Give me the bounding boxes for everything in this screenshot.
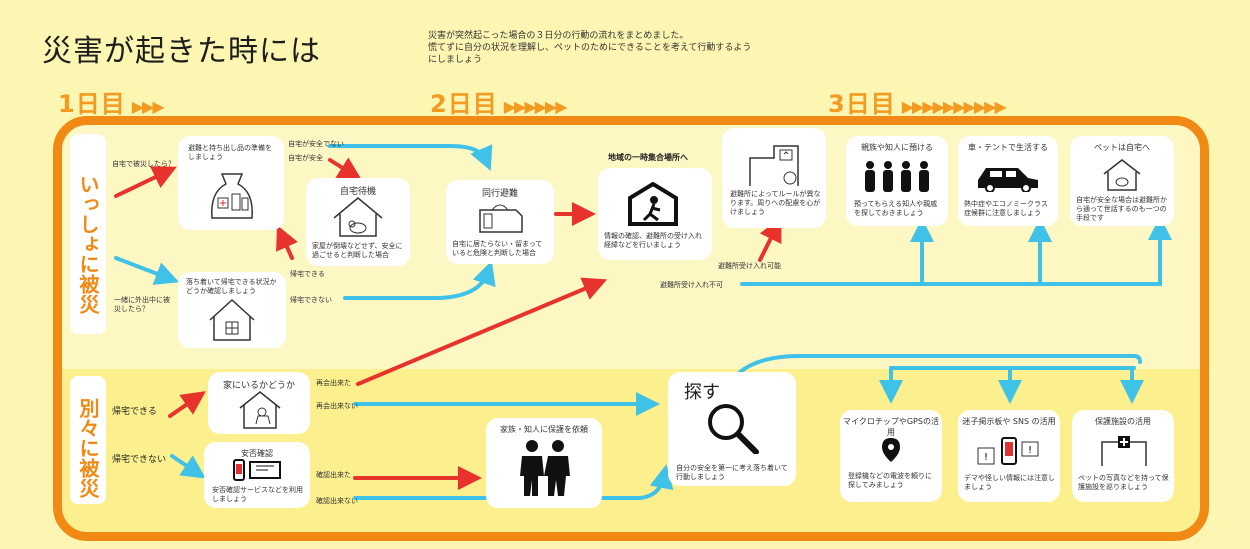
phone-computer-icon — [233, 459, 281, 481]
card-evacuate: 同行避難 自宅に居たらない・留まっていると危険と判断した場合 — [446, 180, 554, 264]
card-at-home-check: 家にいるかどうか — [208, 372, 310, 434]
arrow — [740, 216, 1172, 286]
label-can-return: 帰宅できる — [290, 270, 325, 278]
label-at-home: 自宅で被災したら？ — [112, 160, 175, 168]
label-could-go-home: 帰宅できる — [112, 407, 157, 417]
label-could-not-go-home: 帰宅できない — [112, 455, 167, 465]
card-sns: 迷子掲示板や SNS の活用 ! ! デマや怪しい情報には注意しましょう — [958, 410, 1060, 502]
arrow — [276, 225, 298, 260]
card-search: 探す 自分の安全を第一に考え落ち着いて行動しましょう — [668, 372, 796, 486]
label-cannot-return: 帰宅できない — [290, 296, 332, 304]
intro-line: 慌てずに自分の状況を理解し、ペットのためにできることを考えて行動するよう — [428, 43, 752, 53]
arrow — [328, 157, 363, 181]
label-not-accepted: 避難所受け入れ不可 — [660, 281, 723, 289]
people-group-icon — [865, 161, 929, 192]
label-home-unsafe: 自宅が安全でない — [288, 140, 344, 148]
two-people-icon — [520, 440, 570, 496]
svg-text:!: ! — [1028, 445, 1032, 456]
label-not-met: 再会出来ない — [316, 402, 358, 410]
card-prepare: 避難と持ち出し品の準備をしましょう — [178, 136, 284, 230]
arrow — [353, 464, 674, 500]
label-met: 再会出来た — [316, 379, 351, 387]
day-1-header: 1日目▶▶▶ — [58, 90, 165, 118]
label-home-safe: 自宅が安全 — [288, 154, 323, 162]
intro-text: 災害が突然起こった場合の３日分の行動の流れをまとめました。 慌てずに自分の状況を… — [428, 30, 788, 66]
location-pin-icon — [882, 438, 900, 462]
arrow — [114, 256, 180, 285]
house-icon — [209, 298, 255, 341]
card-protect: 保護施設の活用 ペットの写真などを持って保護施設を巡りましょう — [1072, 410, 1174, 502]
arrow — [758, 217, 782, 262]
evacuation-site-icon — [628, 182, 678, 226]
card-microchip: マイクロチップやGPSの活用 登録機などの電波を頼りに探してみましょう — [840, 410, 942, 502]
arrow — [328, 144, 493, 172]
card-safety: 安否確認 安否確認サービスなどを利用しましょう — [204, 442, 310, 508]
label-accepted: 避難所受け入れ可能 — [718, 262, 781, 270]
emergency-bag-icon — [211, 173, 253, 219]
day-2-header: 2日目▶▶▶▶▶▶ — [430, 90, 568, 118]
magnifier-icon — [708, 404, 759, 454]
arrow — [343, 260, 496, 300]
day-3-header: 3日目▶▶▶▶▶▶▶▶▶▶ — [828, 90, 1007, 118]
card-car: 車・テントで生活する 熱中症やエコノミークラス症候群に注意しましょう — [958, 136, 1058, 226]
house-cat-icon — [333, 197, 383, 237]
label-confirmed: 確認出来た — [316, 471, 351, 479]
arrow — [114, 166, 177, 198]
intro-line: 災害が突然起こった場合の３日分の行動の流れをまとめました。 — [428, 31, 689, 41]
card-check: 落ち着いて帰宅できる状況かどうか確認しましょう — [178, 272, 286, 348]
intro-line: にしましょう — [428, 55, 483, 65]
house-pet-icon — [1103, 159, 1141, 191]
arrow — [168, 391, 206, 418]
section-label-together: いっしょに被災 — [70, 134, 106, 334]
shelter-facility-icon — [1101, 436, 1147, 466]
card-pet-home: ペットは自宅へ 自宅が安全な場合は避難所から通って世話するのも一つの手段です — [1070, 136, 1174, 226]
card-wait: 自宅待機 家屋が倒壊などせず、安全に過ごせると判断した場合 — [306, 178, 410, 266]
card-shelter: 避難所によってルールが異なります。周りへの配慮を心がけましょう — [722, 128, 826, 228]
card-assembly: 情報の確認、避難所の受け入れ経緯などを行いましょう — [598, 168, 712, 260]
arrow — [356, 277, 608, 386]
label-outing: 一緒に外出中に被災したら？ — [114, 296, 170, 313]
svg-text:!: ! — [984, 452, 988, 463]
car-icon — [978, 168, 1038, 192]
arrow — [170, 454, 206, 479]
card-relatives: 親族や知人に預ける 預ってもらえる知人や親戚を探しておきましょう — [846, 136, 948, 226]
sns-phone-icon: ! ! — [977, 437, 1039, 465]
page-title: 災害が起きた時には — [42, 34, 321, 69]
card-entrust: 家族・知人に保護を依頼 — [486, 418, 602, 508]
arrow — [738, 354, 1142, 374]
shelter-building-icon — [749, 145, 799, 186]
assembly-heading: 地域の一時集合場所へ — [608, 153, 688, 162]
house-dog-icon — [239, 391, 281, 429]
pet-carrier-icon — [479, 204, 523, 233]
section-label-separate: 別々に被災 — [70, 376, 106, 504]
label-not-confirmed: 確認出来ない — [316, 497, 358, 505]
